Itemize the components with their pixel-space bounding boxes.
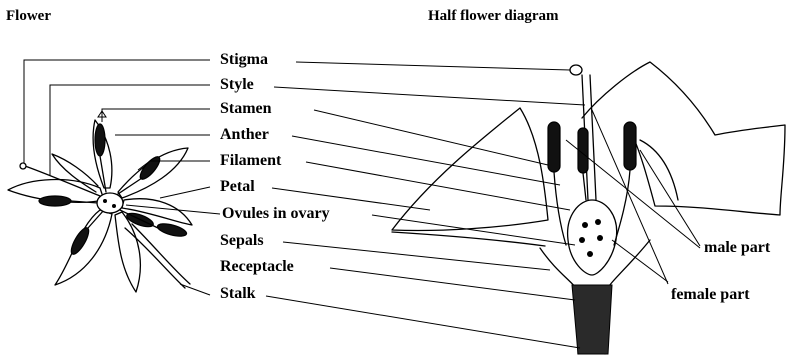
label-ovules-in-ovary: Ovules in ovary: [222, 205, 330, 223]
label-male-part: male part: [704, 239, 770, 257]
label-stamen: Stamen: [220, 100, 272, 118]
half-receptacle: [540, 248, 578, 354]
half-petal-right: [582, 62, 785, 215]
flower-anther: [68, 226, 92, 257]
label-receptacle: Receptacle: [220, 258, 294, 276]
half-petal-left: [392, 108, 548, 231]
label-style: Style: [220, 76, 254, 94]
half-stigma: [570, 65, 582, 75]
label-filament: Filament: [220, 152, 281, 170]
label-stigma: Stigma: [220, 51, 268, 69]
label-petal: Petal: [220, 178, 255, 196]
flower-centre: [97, 193, 123, 213]
half-ovary: [568, 200, 617, 275]
half-anther: [624, 122, 636, 170]
half-anther: [548, 122, 560, 172]
label-sepals: Sepals: [220, 232, 264, 250]
whole-flower-illustration: [8, 120, 192, 292]
label-female-part: female part: [671, 286, 750, 304]
flower-anther: [156, 221, 188, 238]
half-flower-illustration: [392, 62, 785, 354]
flower-anther: [95, 124, 105, 156]
flower-petal: [55, 210, 112, 285]
flower-stalk: [125, 228, 185, 288]
label-anther: Anther: [220, 126, 269, 144]
flower-anther: [39, 196, 71, 206]
label-stalk: Stalk: [220, 285, 256, 303]
